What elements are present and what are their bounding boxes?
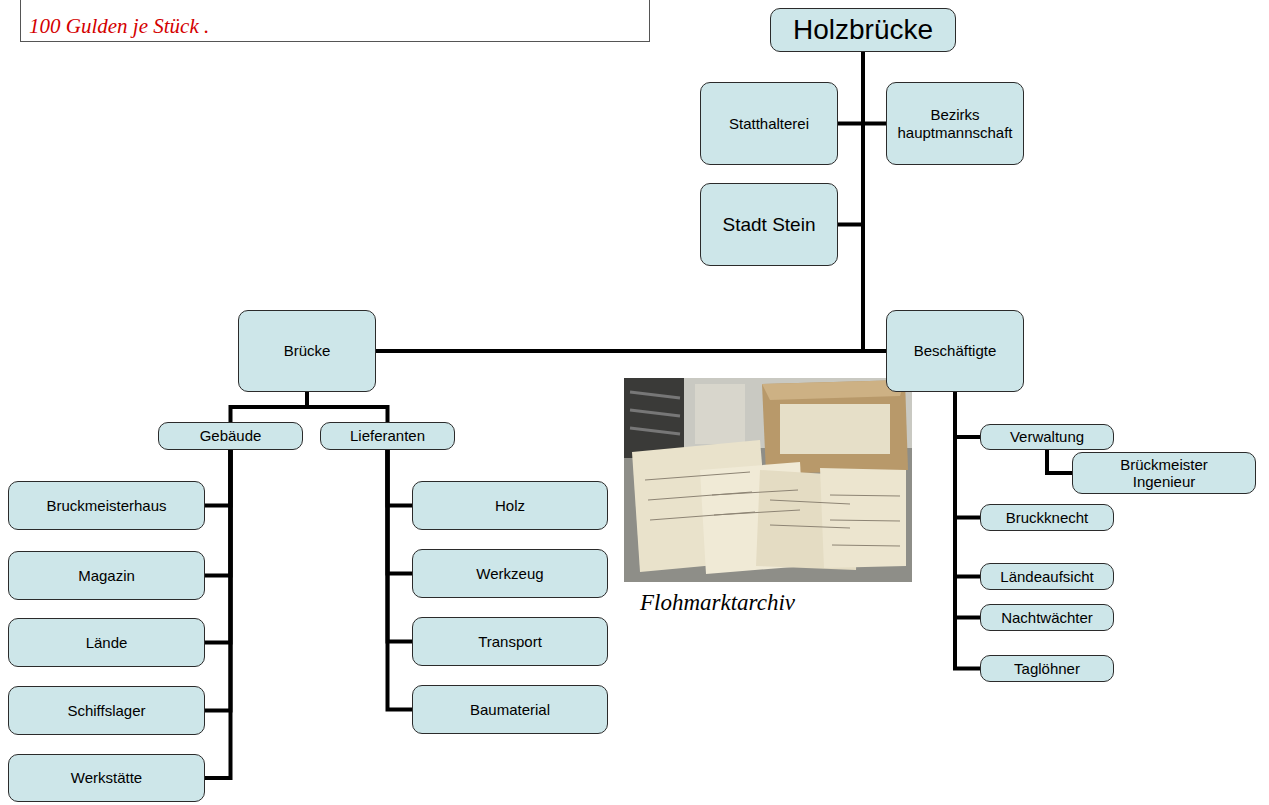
org-box: Holzbrücke xyxy=(770,8,956,52)
box-label: Schiffslager xyxy=(67,702,145,719)
connector-line xyxy=(388,450,413,506)
box-label: Statthalterei xyxy=(729,115,809,132)
connector-line xyxy=(388,450,413,710)
org-box: Verwaltung xyxy=(980,424,1114,450)
box-label: Magazin xyxy=(78,567,135,584)
box-label: Stadt Stein xyxy=(723,214,816,236)
box-label: Taglöhner xyxy=(1014,660,1080,677)
org-box: Taglöhner xyxy=(980,655,1114,682)
connector-line xyxy=(388,450,413,642)
box-label: Beschäftigte xyxy=(914,342,997,359)
org-box: Bezirks hauptmannschaft xyxy=(886,82,1024,165)
box-label: Holzbrücke xyxy=(793,14,933,46)
org-box: Nachtwächter xyxy=(980,604,1114,631)
org-box: Magazin xyxy=(8,551,205,600)
connector-line xyxy=(838,52,863,225)
connector-line xyxy=(205,450,231,711)
box-label: 100 Gulden je Stück . xyxy=(29,14,209,38)
connector-line xyxy=(955,392,980,518)
connector-line xyxy=(205,450,231,506)
org-box: Ländeaufsicht xyxy=(980,563,1114,590)
org-box: Bruckmeisterhaus xyxy=(8,481,205,530)
connector-line xyxy=(955,392,980,437)
org-box: Beschäftigte xyxy=(886,310,1024,392)
box-label: Verwaltung xyxy=(1010,428,1084,445)
box-label: Holz xyxy=(495,497,525,514)
org-box: Lieferanten xyxy=(320,422,455,450)
photo-caption: Flohmarktarchiv xyxy=(640,590,795,616)
connector-line xyxy=(1047,450,1072,473)
box-label: Nachtwächter xyxy=(1001,609,1093,626)
box-label: Bruckmeisterhaus xyxy=(46,497,166,514)
connector-line xyxy=(838,52,863,124)
connector-line xyxy=(231,392,308,422)
note-box: 100 Gulden je Stück . xyxy=(20,0,650,42)
box-label: Werkzeug xyxy=(476,565,543,582)
connector-line xyxy=(863,52,886,351)
box-label: Gebäude xyxy=(200,427,262,444)
org-box: Lände xyxy=(8,618,205,667)
org-box: Transport xyxy=(412,617,608,666)
box-label: Brücke xyxy=(284,342,331,359)
box-label: Lieferanten xyxy=(350,427,425,444)
org-box: Brückmeister Ingenieur xyxy=(1072,452,1256,494)
box-label: Bezirks hauptmannschaft xyxy=(893,106,1017,141)
box-label: Brückmeister Ingenieur xyxy=(1089,456,1239,491)
connector-line xyxy=(388,450,413,574)
org-box: Baumaterial xyxy=(412,685,608,734)
box-label: Baumaterial xyxy=(470,701,550,718)
connector-line xyxy=(955,392,980,618)
org-box: Werkzeug xyxy=(412,549,608,598)
box-label: Ländeaufsicht xyxy=(1000,568,1093,585)
org-box: Bruckknecht xyxy=(980,504,1114,531)
box-label: Lände xyxy=(86,634,128,651)
connector-line xyxy=(863,52,886,124)
connector-line xyxy=(955,392,980,577)
connector-line xyxy=(205,450,231,778)
connector-line xyxy=(955,392,980,669)
org-box: Brücke xyxy=(238,310,376,392)
org-box: Schiffslager xyxy=(8,686,205,735)
connector-line xyxy=(205,450,231,643)
org-box: Gebäude xyxy=(158,422,303,450)
box-label: Bruckknecht xyxy=(1006,509,1089,526)
org-box: Statthalterei xyxy=(700,82,838,165)
connector-line xyxy=(376,52,863,351)
box-label: Transport xyxy=(478,633,542,650)
connector-line xyxy=(307,392,388,422)
box-label: Werkstätte xyxy=(71,769,142,786)
org-box: Holz xyxy=(412,481,608,530)
connector-line xyxy=(205,450,231,576)
org-box: Stadt Stein xyxy=(700,183,838,266)
org-box: Werkstätte xyxy=(8,754,205,802)
